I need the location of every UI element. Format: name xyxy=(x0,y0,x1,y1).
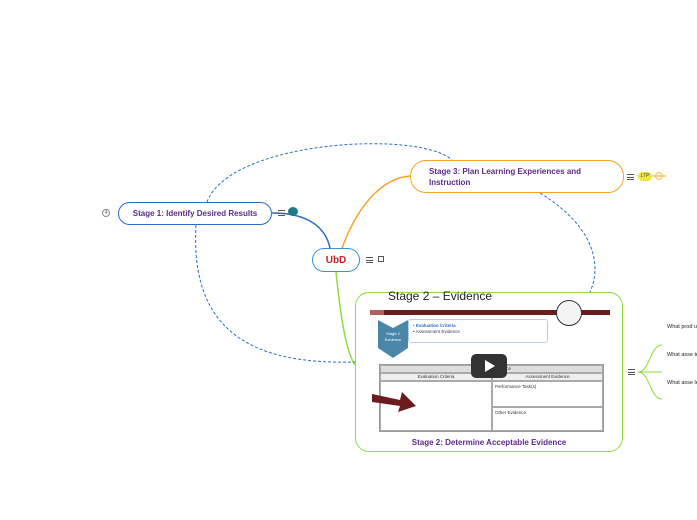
stage2-child-1[interactable]: What prod understand xyxy=(667,324,697,330)
stage-badge-icon xyxy=(378,320,408,358)
slide-title: Stage 2 – Evidence xyxy=(388,289,493,303)
root-external-link-icon[interactable] xyxy=(378,256,384,262)
link-root-stage1 xyxy=(271,212,331,249)
slide-header-accent xyxy=(370,310,384,315)
stage3-node[interactable]: Stage 3: Plan Learning Experiences and I… xyxy=(410,160,624,193)
stage-badge-text: Stage 2 Evidence xyxy=(378,331,408,343)
slide-header-bar xyxy=(370,310,610,315)
badge-line2: Evidence xyxy=(384,337,402,342)
stage1-sticker-icon xyxy=(288,207,298,216)
stage1-menu-icon[interactable] xyxy=(278,210,285,216)
table-col2: Assessment Evidence xyxy=(492,373,603,381)
stage2-menu-icon[interactable] xyxy=(628,369,635,375)
stage1-label: Stage 1: Identify Desired Results xyxy=(132,209,258,218)
stage3-menu-icon[interactable] xyxy=(627,174,634,180)
link-root-stage2 xyxy=(335,271,356,366)
root-node[interactable]: UbD xyxy=(312,248,360,272)
badge-line1: Stage 2 xyxy=(386,331,400,336)
play-button[interactable] xyxy=(471,354,507,378)
seal-icon xyxy=(556,300,582,326)
relation-stage3-stage2 xyxy=(539,192,596,293)
root-menu-icon[interactable] xyxy=(366,257,373,263)
stage2-child-2[interactable]: What asse transfer kn xyxy=(667,352,697,358)
stage3-collapse-icon[interactable] xyxy=(655,172,663,180)
collapse-badge[interactable]: 4 xyxy=(102,209,110,217)
table-left-cell xyxy=(380,381,492,431)
stage3-label: Stage 3: Plan Learning Experiences and I… xyxy=(429,166,582,187)
table-row2: Other Evidence xyxy=(492,407,603,431)
bullet-2: • Assessment Evidence xyxy=(413,329,460,334)
stage2-label: Stage 2: Determine Acceptable Evidence xyxy=(411,438,567,447)
slide-bullets: • Evaluation Criteria • Assessment Evide… xyxy=(408,319,548,343)
stage2-child-3[interactable]: What asse learning ou xyxy=(667,380,697,386)
link-root-stage3 xyxy=(341,175,411,249)
stage3-tag: LTP xyxy=(638,172,652,181)
link-child-3 xyxy=(637,371,663,400)
root-label: UbD xyxy=(325,254,347,266)
table-row1: Performance Task(s) xyxy=(492,381,603,407)
arrow-icon xyxy=(372,392,416,412)
bullet-1: • Evaluation Criteria xyxy=(413,323,456,328)
relation-stage1-stage3 xyxy=(206,143,453,203)
stage1-node[interactable]: Stage 1: Identify Desired Results xyxy=(118,202,272,225)
link-child-1 xyxy=(637,344,663,373)
relation-stage1-stage2 xyxy=(195,224,356,363)
